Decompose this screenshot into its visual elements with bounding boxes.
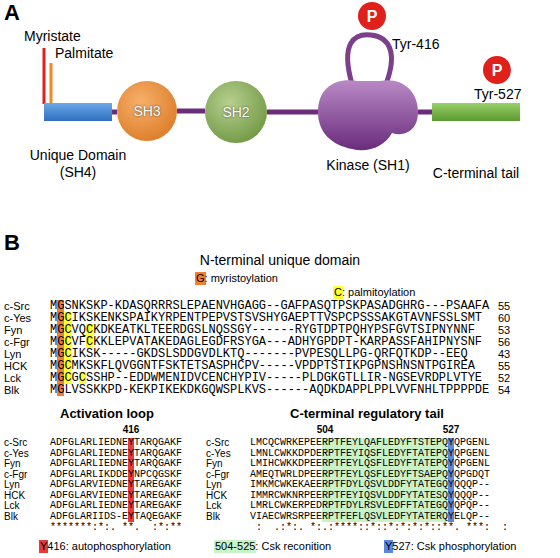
domain-text: P bbox=[492, 62, 503, 79]
sequence-row: MGLVSSKKPD-KEKPIKEKDKGQWSPLKVS------AQDK… bbox=[50, 384, 489, 396]
sequence-row: MGSNKSKP-KDASQRRRSLEPAENVHGAGG--GAFPASQT… bbox=[50, 300, 489, 312]
domain-text: SH3 bbox=[133, 103, 160, 120]
domain-label: Kinase (SH1) bbox=[323, 157, 413, 174]
protein-name: c-Src bbox=[4, 300, 30, 312]
sequence-row: MGCVQCKDKEATKLTEERDGSLNQSSGY------RYGTDP… bbox=[50, 324, 475, 336]
sequence-row: ADFGLARLIKDDEYNPCQGSKF bbox=[50, 470, 182, 481]
phosphate-circle: P bbox=[358, 2, 386, 30]
domain-text: P bbox=[367, 8, 378, 25]
residue-count: 53 bbox=[498, 324, 510, 336]
sequence-row: LMCQCWRKEPEERPTFEYLQAFLEDYFTSTEPQYQPGENL bbox=[250, 438, 490, 449]
protein-name: c-Yes bbox=[206, 449, 231, 460]
protein-name: HCK bbox=[4, 360, 27, 372]
sequence-row: ADFGLARVIEDNEYTAREGAKF bbox=[50, 480, 182, 491]
residue-count: 60 bbox=[498, 312, 510, 324]
sequence-row: ADFGLARLIEDNEYTAREGAKF bbox=[50, 501, 182, 512]
protein-name: c-Yes bbox=[4, 312, 31, 324]
sequence-row: VIAECWRSRPEERPTFEFLQSVLEDFYTATERQYELQP-- bbox=[250, 512, 490, 523]
sequence-row: IMKMCWKEKAEERPTFDYLQSVLDDFYTATEGQYQQQP-- bbox=[250, 480, 490, 491]
sequence-row: IMMRCWKNRPEERPTFEYIQSVLDDFYTATESQYQQQP-- bbox=[250, 491, 490, 502]
residue-count: 55 bbox=[498, 300, 510, 312]
sh2-domain: SH2 bbox=[205, 81, 267, 143]
sequence-row: ADFGLARIIDS-EYTAQEGAKF bbox=[50, 512, 182, 523]
protein-name: Fyn bbox=[206, 459, 223, 470]
residue-count: 55 bbox=[498, 360, 510, 372]
protein-name: Blk bbox=[206, 512, 220, 523]
protein-name: c-Fgr bbox=[4, 470, 27, 481]
unique-domain-bar: Unique Domain (SH4) bbox=[44, 103, 112, 121]
protein-name: HCK bbox=[4, 491, 25, 502]
sequence-row: LMIHCWKKDPEERPTFEYLQSFLEDYFTATEPQYQPGENL bbox=[250, 459, 490, 470]
backbone-linker bbox=[418, 110, 432, 115]
protein-name: Fyn bbox=[4, 459, 21, 470]
sequence-row: MGCVFCKKLEPVATAKEDAGLEGDFRSYGA---ADHYGPD… bbox=[50, 336, 482, 348]
protein-name: Blk bbox=[4, 384, 19, 396]
residue-count: 43 bbox=[498, 348, 510, 360]
residue-number: 504 bbox=[317, 424, 334, 436]
backbone-linker bbox=[177, 109, 205, 114]
c-terminal-tail-bar: C-terminal tail bbox=[432, 103, 520, 121]
backbone-linker bbox=[267, 110, 318, 115]
protein-name: Blk bbox=[4, 512, 18, 523]
protein-name: Lyn bbox=[4, 348, 21, 360]
protein-name: c-Src bbox=[4, 438, 27, 449]
residue-count: 54 bbox=[498, 384, 510, 396]
sequence-row: ADFGLARLIEDNEYTARQGAKF bbox=[50, 449, 182, 460]
domain-label: C-terminal tail bbox=[431, 165, 521, 182]
legend-text: G: myristoylation bbox=[196, 272, 278, 285]
protein-name: HCK bbox=[206, 491, 227, 502]
consensus-row: : .:*:. *:.:****::*::*:*:*:*::**. ***: : bbox=[250, 522, 508, 533]
lipid-label: Palmitate bbox=[55, 45, 113, 61]
palmitate-anchor bbox=[50, 63, 53, 104]
protein-name: c-Fgr bbox=[206, 470, 229, 481]
protein-name: c-Src bbox=[206, 438, 229, 449]
residue-count: 52 bbox=[498, 372, 510, 384]
protein-name: Lyn bbox=[4, 480, 20, 491]
residue-count: 56 bbox=[498, 336, 510, 348]
protein-name: Lck bbox=[4, 501, 20, 512]
phosphate-circle: P bbox=[483, 56, 511, 84]
section-title: Activation loop bbox=[60, 406, 154, 421]
sh3-domain: SH3 bbox=[117, 81, 177, 141]
sequence-row: AMEQTWRLDPEERPTFEYLQSFLEDYFTSAEPQYQPGDQT bbox=[250, 470, 490, 481]
legend-text: 504-525: Csk reconition bbox=[215, 540, 331, 553]
consensus-row: *******:*:. **. :*:** bbox=[50, 522, 182, 533]
protein-name: Lyn bbox=[206, 480, 222, 491]
section-title: N-terminal unique domain bbox=[200, 252, 360, 268]
sequence-row: MGCIKSKENKSPAIKYRPENTPEPVSTSVSHYGAEPTTVS… bbox=[50, 312, 482, 324]
protein-name: c-Yes bbox=[4, 449, 29, 460]
section-title: C-terminal regulatory tail bbox=[290, 406, 444, 421]
protein-name: c-Fgr bbox=[4, 336, 30, 348]
residue-number: 527 bbox=[443, 424, 460, 436]
sequence-row: MGCMKSKFLQVGGNTFSKTETSASPHCPV-----VPDPTS… bbox=[50, 360, 475, 372]
residue-label: Tyr-527 bbox=[474, 86, 521, 102]
sequence-row: MGCIKSK-----GKDSLSDDGVDLKTQ-------PVPESQ… bbox=[50, 348, 468, 360]
kinase-domain: Kinase (SH1) bbox=[318, 73, 418, 151]
domain-label: Unique Domain (SH4) bbox=[23, 147, 133, 181]
sequence-row: LMNLCWKKDPDERPTFEYIQSFLEDYFTATEPQYQPGENL bbox=[250, 449, 490, 460]
sequence-row: ADFGLARVIEDNEYTAREGAKF bbox=[50, 491, 182, 502]
legend-text: Y416: autophosphorylation bbox=[40, 540, 171, 553]
protein-name: Lck bbox=[206, 501, 222, 512]
sequence-row: LMRLCWKERPEDRPTFDYLRSVLEDFFTATEGQYQPQP-- bbox=[250, 501, 490, 512]
sequence-row: ADFGLARLIEDNEYTARQGAKF bbox=[50, 459, 182, 470]
legend-text: Y527: Csk phosphorylation bbox=[385, 540, 516, 553]
residue-number: 416 bbox=[123, 424, 140, 436]
myristate-anchor bbox=[43, 48, 46, 104]
domain-text: SH2 bbox=[222, 104, 249, 121]
kinase-outline bbox=[318, 80, 418, 150]
panel-letter: A bbox=[4, 0, 20, 25]
kinase-shape bbox=[318, 73, 418, 151]
sequence-row: ADFGLARLIEDNEYTARQGAKF bbox=[50, 438, 182, 449]
lipid-label: Myristate bbox=[24, 28, 81, 44]
panel-letter: B bbox=[4, 230, 20, 255]
activation-loop bbox=[348, 35, 392, 84]
residue-label: Tyr-416 bbox=[392, 36, 439, 52]
legend-text: C: palmitoylation bbox=[334, 286, 415, 299]
protein-name: Lck bbox=[4, 372, 21, 384]
sequence-row: MGCGCSSHP--EDDWMENIDVCENCHYPIV-----PLDGK… bbox=[50, 372, 482, 384]
protein-name: Fyn bbox=[4, 324, 22, 336]
